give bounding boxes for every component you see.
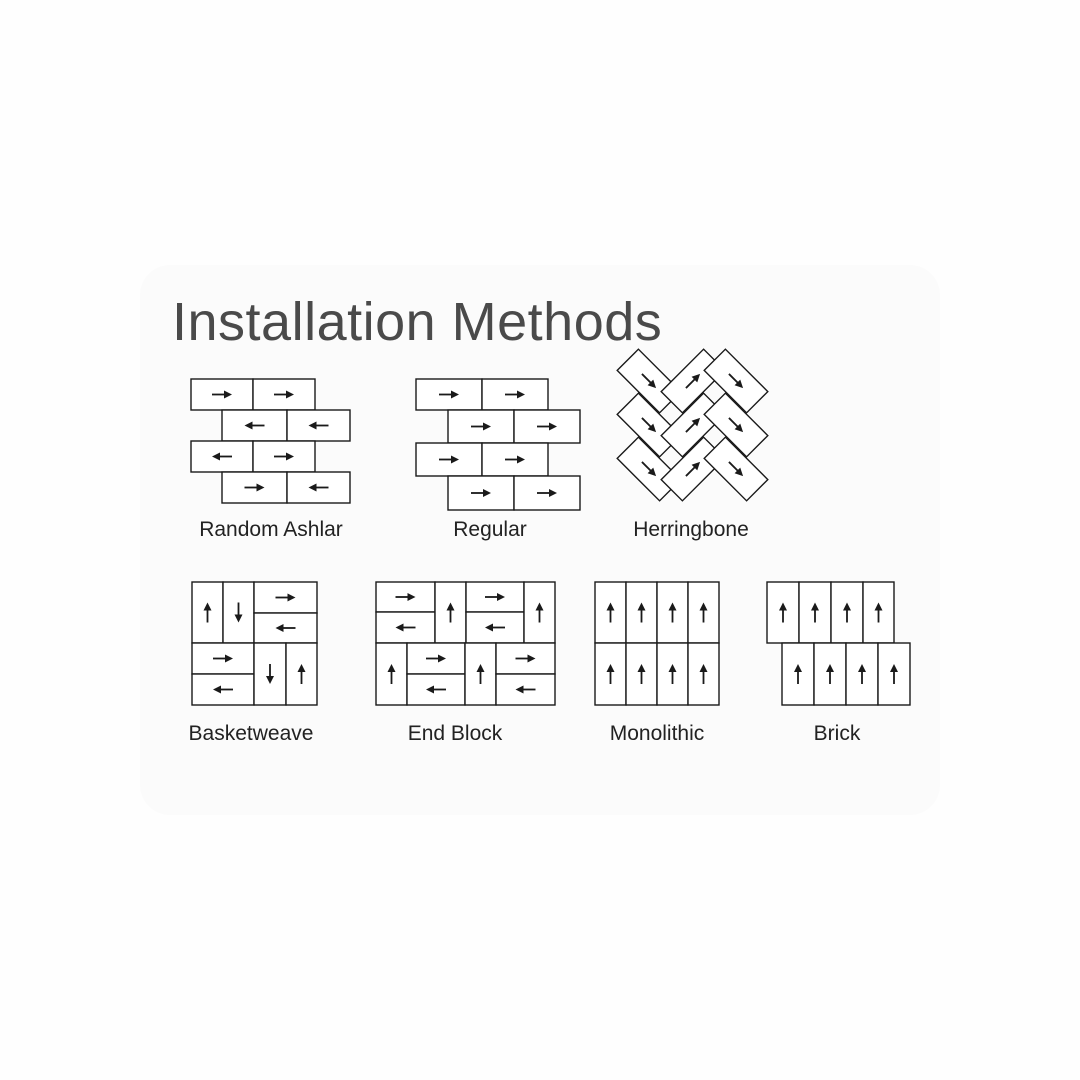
brick-arrow-up-icon — [811, 602, 819, 623]
regular-arrow-right-icon — [505, 455, 525, 464]
monolithic-arrow-up-icon — [699, 664, 708, 684]
basketweave-label: Basketweave — [188, 722, 314, 745]
regular-arrow-right-icon — [439, 455, 459, 464]
brick-arrow-up-icon — [874, 602, 883, 623]
regular-arrow-right-icon — [537, 422, 557, 431]
random-ashlar-label: Random Ashlar — [199, 518, 343, 541]
monolithic-arrow-up-icon — [668, 664, 677, 684]
random-ashlar-diagram — [190, 378, 351, 504]
end-block-arrow-right-icon — [485, 593, 505, 601]
brick-label: Brick — [813, 722, 861, 745]
regular-arrow-right-icon — [537, 489, 557, 497]
basketweave-arrow-up-icon — [203, 602, 212, 623]
end-block-label: End Block — [407, 722, 503, 745]
random-ashlar-arrow-left-icon — [308, 421, 329, 430]
brick-arrow-up-icon — [779, 602, 787, 623]
regular-tile — [415, 378, 483, 411]
brick-arrow-up-icon — [826, 664, 834, 684]
basketweave-arrow-left-icon — [275, 624, 296, 632]
brick-arrow-up-icon — [794, 664, 802, 684]
monolithic-arrow-up-icon — [699, 602, 708, 623]
brick-arrow-up-icon — [858, 664, 866, 684]
random-ashlar-arrow-left-icon — [308, 483, 329, 492]
page-title: Installation Methods — [172, 292, 663, 352]
end-block-arrow-up-icon — [476, 664, 485, 684]
basketweave-arrow-left-icon — [213, 685, 233, 694]
regular-arrow-right-icon — [505, 390, 525, 399]
monolithic-arrow-up-icon — [606, 664, 615, 684]
regular-arrow-right-icon — [471, 489, 491, 497]
regular-diagram — [415, 378, 581, 511]
end-block-arrow-up-icon — [446, 602, 455, 623]
end-block-arrow-left-icon — [485, 623, 505, 632]
end-block-arrow-right-icon — [395, 593, 416, 601]
brick-arrow-up-icon — [843, 602, 851, 623]
monolithic-arrow-up-icon — [637, 664, 646, 684]
end-block-arrow-up-icon — [535, 602, 544, 623]
regular-arrow-right-icon — [439, 390, 459, 399]
random-ashlar-arrow-right-icon — [274, 452, 294, 461]
end-block-arrow-right-icon — [426, 654, 446, 663]
regular-label: Regular — [453, 518, 527, 541]
regular-arrow-right-icon — [471, 422, 491, 431]
random-ashlar-tile — [286, 471, 351, 504]
monolithic-label: Monolithic — [609, 722, 705, 745]
monolithic-arrow-up-icon — [606, 602, 615, 623]
monolithic-arrow-up-icon — [637, 602, 646, 623]
random-ashlar-arrow-right-icon — [244, 483, 265, 492]
basketweave-arrow-right-icon — [213, 654, 233, 663]
monolithic-arrow-up-icon — [668, 602, 677, 623]
basketweave-arrow-right-icon — [275, 593, 296, 602]
herringbone-diagram — [616, 348, 769, 502]
random-ashlar-arrow-left-icon — [244, 421, 265, 430]
basketweave-arrow-down-icon — [234, 602, 243, 623]
herringbone-label: Herringbone — [633, 518, 749, 541]
end-block-arrow-left-icon — [395, 623, 416, 632]
brick-arrow-up-icon — [890, 664, 898, 684]
random-ashlar-arrow-right-icon — [212, 390, 232, 399]
end-block-diagram — [375, 581, 556, 706]
diagram-panel — [140, 265, 940, 815]
end-block-arrow-right-icon — [515, 654, 536, 663]
end-block-arrow-left-icon — [426, 685, 446, 694]
random-ashlar-arrow-right-icon — [274, 390, 294, 399]
end-block-arrow-up-icon — [387, 664, 396, 684]
monolithic-diagram — [594, 581, 720, 706]
basketweave-diagram — [191, 581, 318, 706]
random-ashlar-tile — [221, 471, 288, 504]
basketweave-arrow-up-icon — [297, 664, 306, 684]
basketweave-arrow-down-icon — [266, 664, 274, 684]
end-block-arrow-left-icon — [515, 685, 536, 694]
random-ashlar-arrow-left-icon — [212, 452, 232, 461]
brick-diagram — [766, 581, 911, 706]
